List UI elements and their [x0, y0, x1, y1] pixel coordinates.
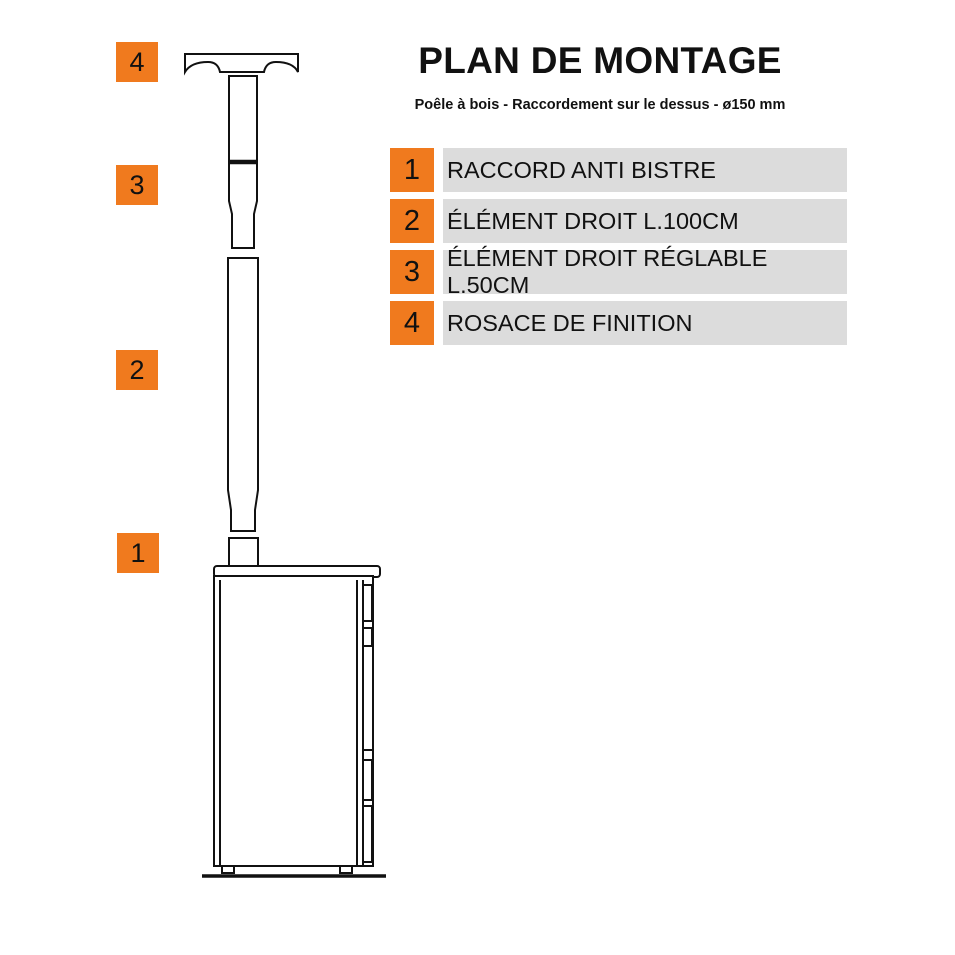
badge-connector: 1 [117, 533, 159, 573]
straight-pipe-part [227, 257, 259, 532]
adjustable-pipe-part [228, 75, 258, 249]
legend-label: RACCORD ANTI BISTRE [443, 148, 847, 192]
page-title: PLAN DE MONTAGE [418, 40, 782, 81]
legend-number: 1 [390, 148, 434, 192]
connector-part [228, 537, 259, 567]
legend-label: ROSACE DE FINITION [443, 301, 847, 345]
legend-label: ÉLÉMENT DROIT RÉGLABLE L.50CM [443, 245, 847, 298]
badge-straight: 2 [116, 350, 158, 390]
legend: 1 RACCORD ANTI BISTRE 2 ÉLÉMENT DROIT L.… [390, 148, 847, 352]
legend-item-rosace: 4 ROSACE DE FINITION [390, 301, 847, 345]
legend-number: 3 [390, 250, 434, 294]
rosace-part [184, 53, 299, 76]
badge-rosace: 4 [116, 42, 158, 82]
legend-item-adjustable: 3 ÉLÉMENT DROIT RÉGLABLE L.50CM [390, 245, 847, 298]
legend-item-straight: 2 ÉLÉMENT DROIT L.100CM [390, 199, 847, 243]
legend-number: 2 [390, 199, 434, 243]
badge-adjustable: 3 [116, 165, 158, 205]
legend-number: 4 [390, 301, 434, 345]
legend-label: ÉLÉMENT DROIT L.100CM [443, 199, 847, 243]
stove [213, 565, 381, 874]
page-subtitle: Poêle à bois - Raccordement sur le dessu… [414, 97, 786, 113]
legend-item-connector: 1 RACCORD ANTI BISTRE [390, 148, 847, 192]
